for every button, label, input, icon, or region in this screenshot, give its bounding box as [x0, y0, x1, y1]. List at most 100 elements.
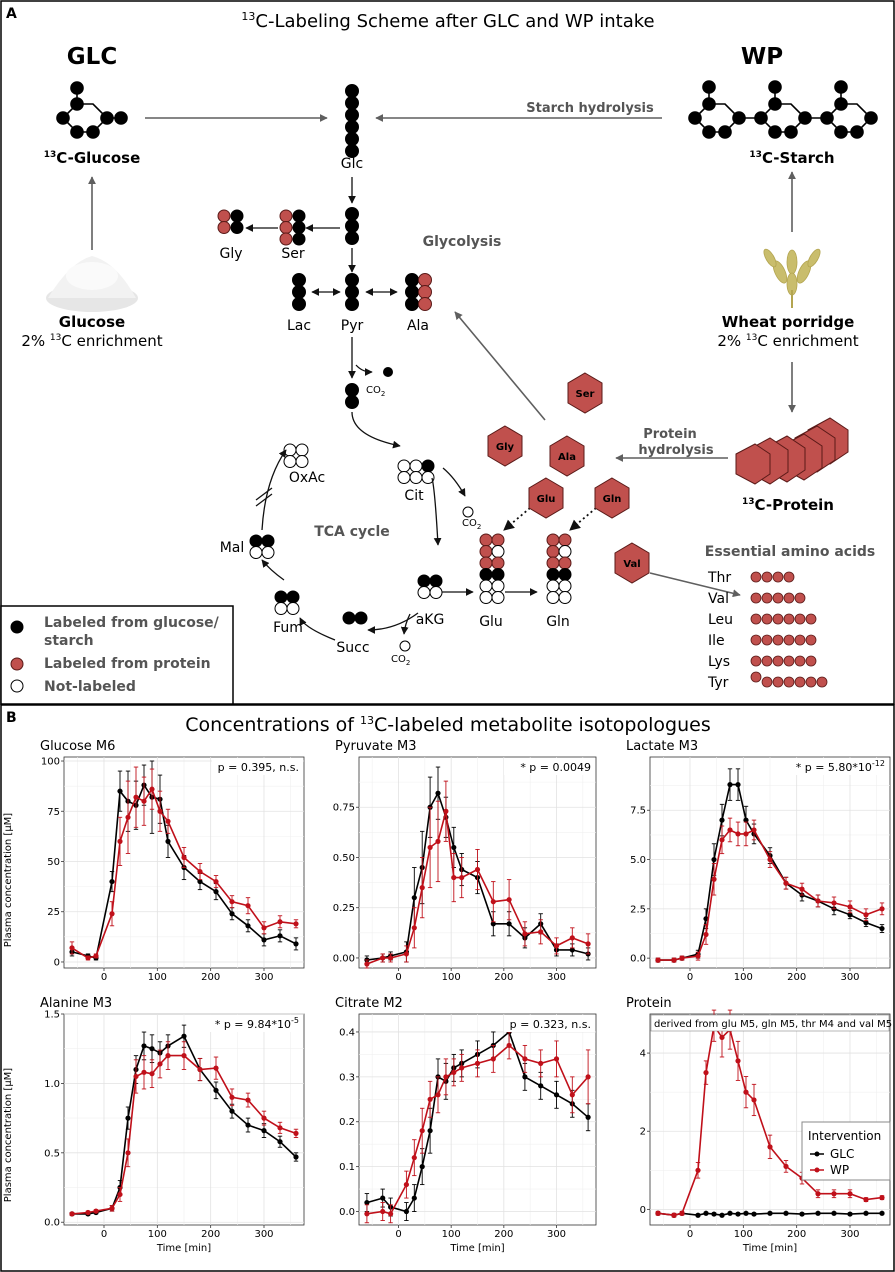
metabolite-lac: Lac — [287, 318, 311, 334]
x-tick-label: 300 — [547, 972, 566, 983]
data-point — [109, 911, 115, 917]
data-point — [459, 1065, 465, 1071]
protein-hydrolysis-label-1: Protein — [643, 427, 697, 442]
legend-glc: GLC — [830, 1147, 854, 1161]
gln-atoms-col2 — [558, 533, 572, 604]
data-point — [293, 1154, 299, 1160]
data-point — [125, 1150, 131, 1156]
y-tick-label: 2 — [640, 1127, 646, 1138]
dotted-arrows — [503, 507, 597, 531]
data-point — [695, 953, 701, 959]
labeling-legend: Labeled from glucose/ starch Labeled fro… — [0, 605, 234, 705]
x-tick-label: 100 — [442, 1229, 461, 1240]
glucose-ring-molecule — [56, 81, 128, 139]
lac-atoms — [292, 273, 306, 311]
x-tick-label: 200 — [787, 972, 806, 983]
x-tick-label: 200 — [494, 1229, 513, 1240]
y-tick-label: 25 — [47, 907, 60, 918]
data-point — [419, 1164, 425, 1170]
data-point — [695, 1167, 701, 1173]
data-point — [522, 1056, 528, 1062]
x-tick-label: 100 — [148, 1229, 167, 1240]
x-tick-label: 300 — [547, 1229, 566, 1240]
data-point — [863, 1197, 869, 1203]
data-point — [141, 798, 147, 804]
panel-b-letter: B — [6, 710, 17, 726]
svg-text:Tyr: Tyr — [707, 675, 729, 691]
y-tick-label: 0 — [640, 1205, 646, 1216]
metabolite-akg: aKG — [416, 612, 445, 628]
metabolite-mal: Mal — [220, 540, 245, 556]
data-point — [506, 921, 512, 927]
data-point — [261, 937, 267, 943]
pyr-atoms — [345, 273, 359, 311]
cit-atoms-col2 — [409, 459, 423, 484]
data-point — [695, 1212, 701, 1218]
starch-13c-label: 13C-Starch — [749, 149, 834, 167]
panel-a-border — [0, 0, 895, 705]
data-point — [863, 1210, 869, 1216]
data-point — [847, 912, 853, 918]
series-wp — [364, 780, 591, 969]
data-point — [245, 923, 251, 929]
data-point — [133, 794, 139, 800]
data-point — [213, 889, 219, 895]
y-tick-label: 0.2 — [339, 1117, 355, 1128]
starch-hydrolysis-label: Starch hydrolysis — [526, 101, 654, 116]
y-tick-label: 1.0 — [44, 1079, 60, 1090]
data-point — [879, 1195, 885, 1201]
y-tick-label: 0.0 — [339, 1207, 355, 1218]
wp-heading: WP — [741, 44, 783, 70]
series-wp — [655, 817, 885, 963]
protein-hexagon-stack — [735, 417, 849, 485]
data-point — [165, 838, 171, 845]
data-point — [93, 953, 99, 959]
y-tick-label: 4 — [640, 1049, 646, 1060]
data-point — [181, 1033, 187, 1039]
essential-aa-leu: Leu — [708, 612, 817, 628]
y-tick-label: 0.5 — [44, 1148, 60, 1159]
data-point — [197, 1066, 203, 1073]
mal-oxac-reversibility-mark — [255, 487, 273, 507]
data-point — [364, 1211, 370, 1217]
essential-aa-lys: Lys — [708, 654, 817, 670]
data-point — [799, 1211, 805, 1217]
data-point — [435, 838, 441, 845]
glu-atoms-col2 — [491, 533, 505, 604]
fum-atoms-col1 — [274, 590, 288, 615]
panel-b-border — [0, 704, 895, 1272]
data-point — [671, 957, 677, 963]
data-point — [727, 782, 733, 788]
cit-atoms-col3 — [421, 459, 435, 484]
svg-text:Ala: Ala — [558, 452, 576, 463]
akg-atoms-col1 — [417, 574, 431, 599]
y-axis-label-top: Plasma concentration [µM] — [3, 813, 14, 948]
data-point — [679, 955, 685, 961]
legend-labeled-glucose-2: starch — [44, 633, 94, 649]
x-tick-label: 100 — [734, 1229, 753, 1240]
data-point — [293, 941, 299, 947]
data-point — [69, 1211, 75, 1217]
y-tick-label: 0.3 — [339, 1072, 355, 1083]
ser-atoms-col1 — [279, 209, 293, 246]
data-point — [719, 817, 725, 823]
metabolite-gly: Gly — [219, 246, 242, 262]
data-point — [245, 1122, 251, 1128]
x-tick-label: 0 — [101, 972, 107, 983]
data-point — [569, 947, 575, 953]
data-point — [703, 931, 709, 938]
data-point — [157, 1061, 163, 1067]
data-point — [380, 1195, 386, 1201]
data-point — [229, 899, 235, 905]
data-point — [655, 1210, 661, 1216]
tca-cycle-label: TCA cycle — [314, 524, 390, 540]
x-tick-label: 0 — [687, 1229, 693, 1240]
data-point — [506, 897, 512, 903]
y-tick-label: 5.0 — [630, 855, 646, 866]
chart-title: Pyruvate M3 — [335, 739, 417, 754]
data-point — [435, 790, 441, 796]
data-point — [783, 1210, 789, 1216]
data-point — [133, 1073, 139, 1080]
